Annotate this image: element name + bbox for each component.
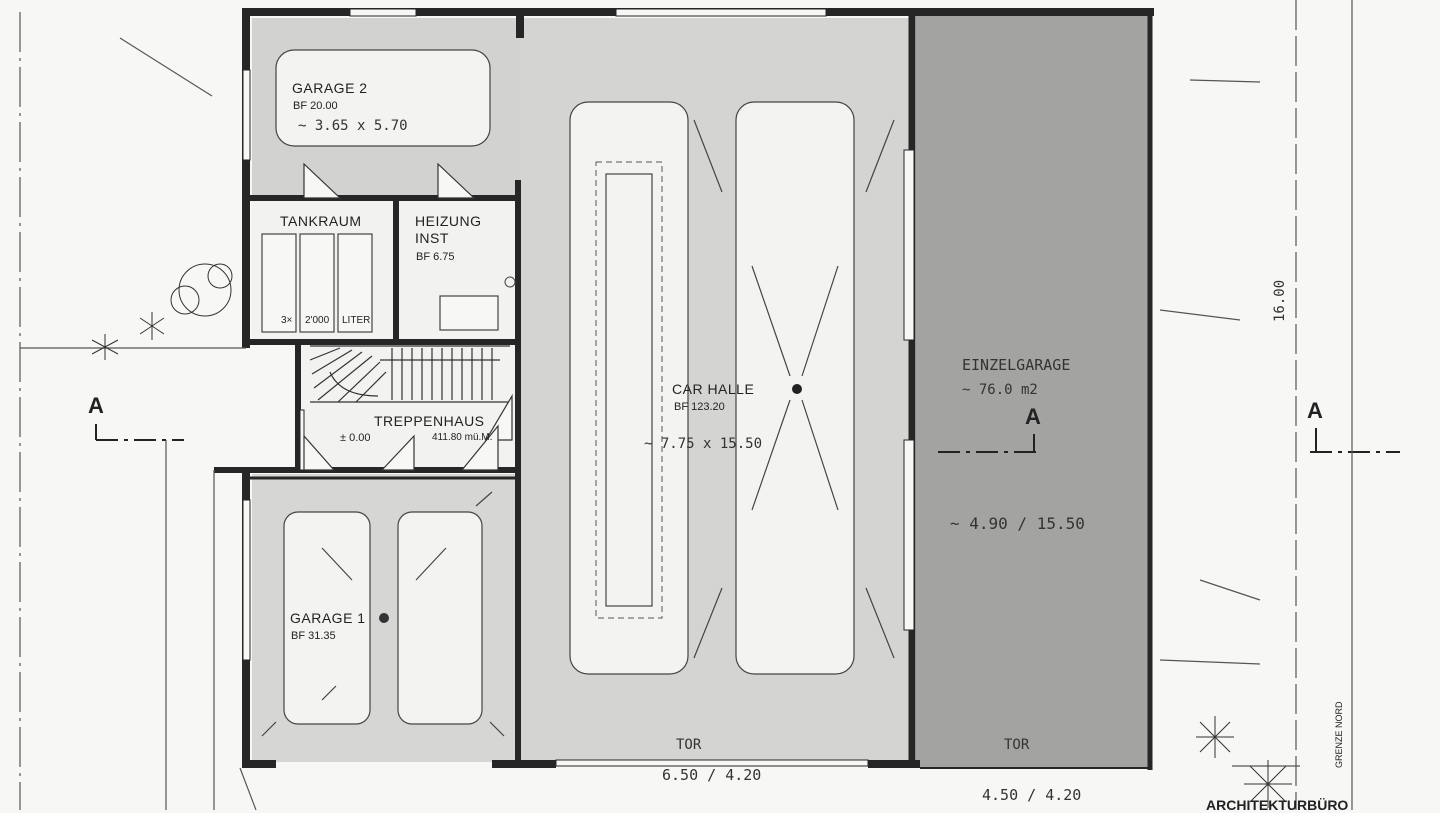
garage1-area: BF 31.35 [291, 630, 336, 642]
door-swings [303, 162, 513, 471]
oil-tanks [261, 233, 373, 333]
carhalle-area: BF 123.20 [674, 401, 725, 413]
section-mark-left: A [88, 393, 104, 418]
heizung-inst: INST [415, 230, 449, 246]
tor-einzelgarage: TOR [1004, 737, 1030, 753]
office-label: ARCHITEKTURBÜRO [1206, 797, 1349, 813]
einzelgarage-area: ~ 76.0 m2 [962, 382, 1038, 398]
carhalle-pad-left [569, 101, 689, 675]
tank-label-1: 3× [281, 315, 293, 326]
section-lines [95, 424, 1400, 453]
garage1-pad-right [397, 511, 483, 725]
treppenhaus-name: TREPPENHAUS [374, 413, 485, 429]
carhalle-size: ~ 7.75 x 15.50 [644, 436, 763, 452]
dimension-bottom-right: 4.50 / 4.20 [982, 786, 1082, 804]
garage2-pad [275, 49, 491, 147]
garage1-drain [379, 613, 389, 623]
carhalle-drain [792, 384, 802, 394]
garage2-area: BF 20.00 [293, 100, 338, 112]
garage1-name: GARAGE 1 [290, 610, 366, 626]
tank-label-2: 2'000 [305, 315, 330, 326]
tankraum-name: TANKRAUM [280, 213, 362, 229]
dimension-bottom-left: 6.50 / 4.20 [662, 766, 762, 784]
carhalle-name: CAR HALLE [672, 381, 755, 397]
garage1-drain-lines [261, 491, 505, 737]
einzelgarage-size: ~ 4.90 / 15.50 [950, 514, 1085, 533]
staircase [309, 345, 510, 403]
section-mark-right: A [1307, 398, 1323, 423]
section-mark-middle: A [1025, 404, 1041, 429]
treppenhaus-level: ± 0.00 [340, 432, 371, 444]
windows [242, 8, 915, 767]
tor-carhalle: TOR [676, 737, 702, 753]
dimension-side: 16.00 [1272, 279, 1288, 322]
heizung-area: BF 6.75 [416, 251, 455, 263]
garage2-size: ~ 3.65 x 5.70 [298, 118, 408, 134]
tank-label-3: LITER [342, 315, 371, 326]
heizung-name: HEIZUNG [415, 213, 482, 229]
einzelgarage-name: EINZELGARAGE [962, 356, 1071, 374]
carhalle-drain-lines [693, 119, 895, 659]
treppenhaus-elevation: 411.80 mü.M. [432, 432, 493, 443]
site-lines [19, 0, 1353, 810]
heater-unit [439, 295, 499, 331]
garage1-pad-left [283, 511, 371, 725]
lift-outline-outer [595, 161, 663, 619]
garage2-name: GARAGE 2 [292, 80, 368, 96]
lift-outline-inner [605, 173, 653, 607]
heater-vent [504, 276, 516, 288]
tree-sketches [91, 263, 1292, 808]
einzelgarage-room [916, 12, 1152, 768]
border-label: GRENZE NORD [1334, 701, 1344, 768]
